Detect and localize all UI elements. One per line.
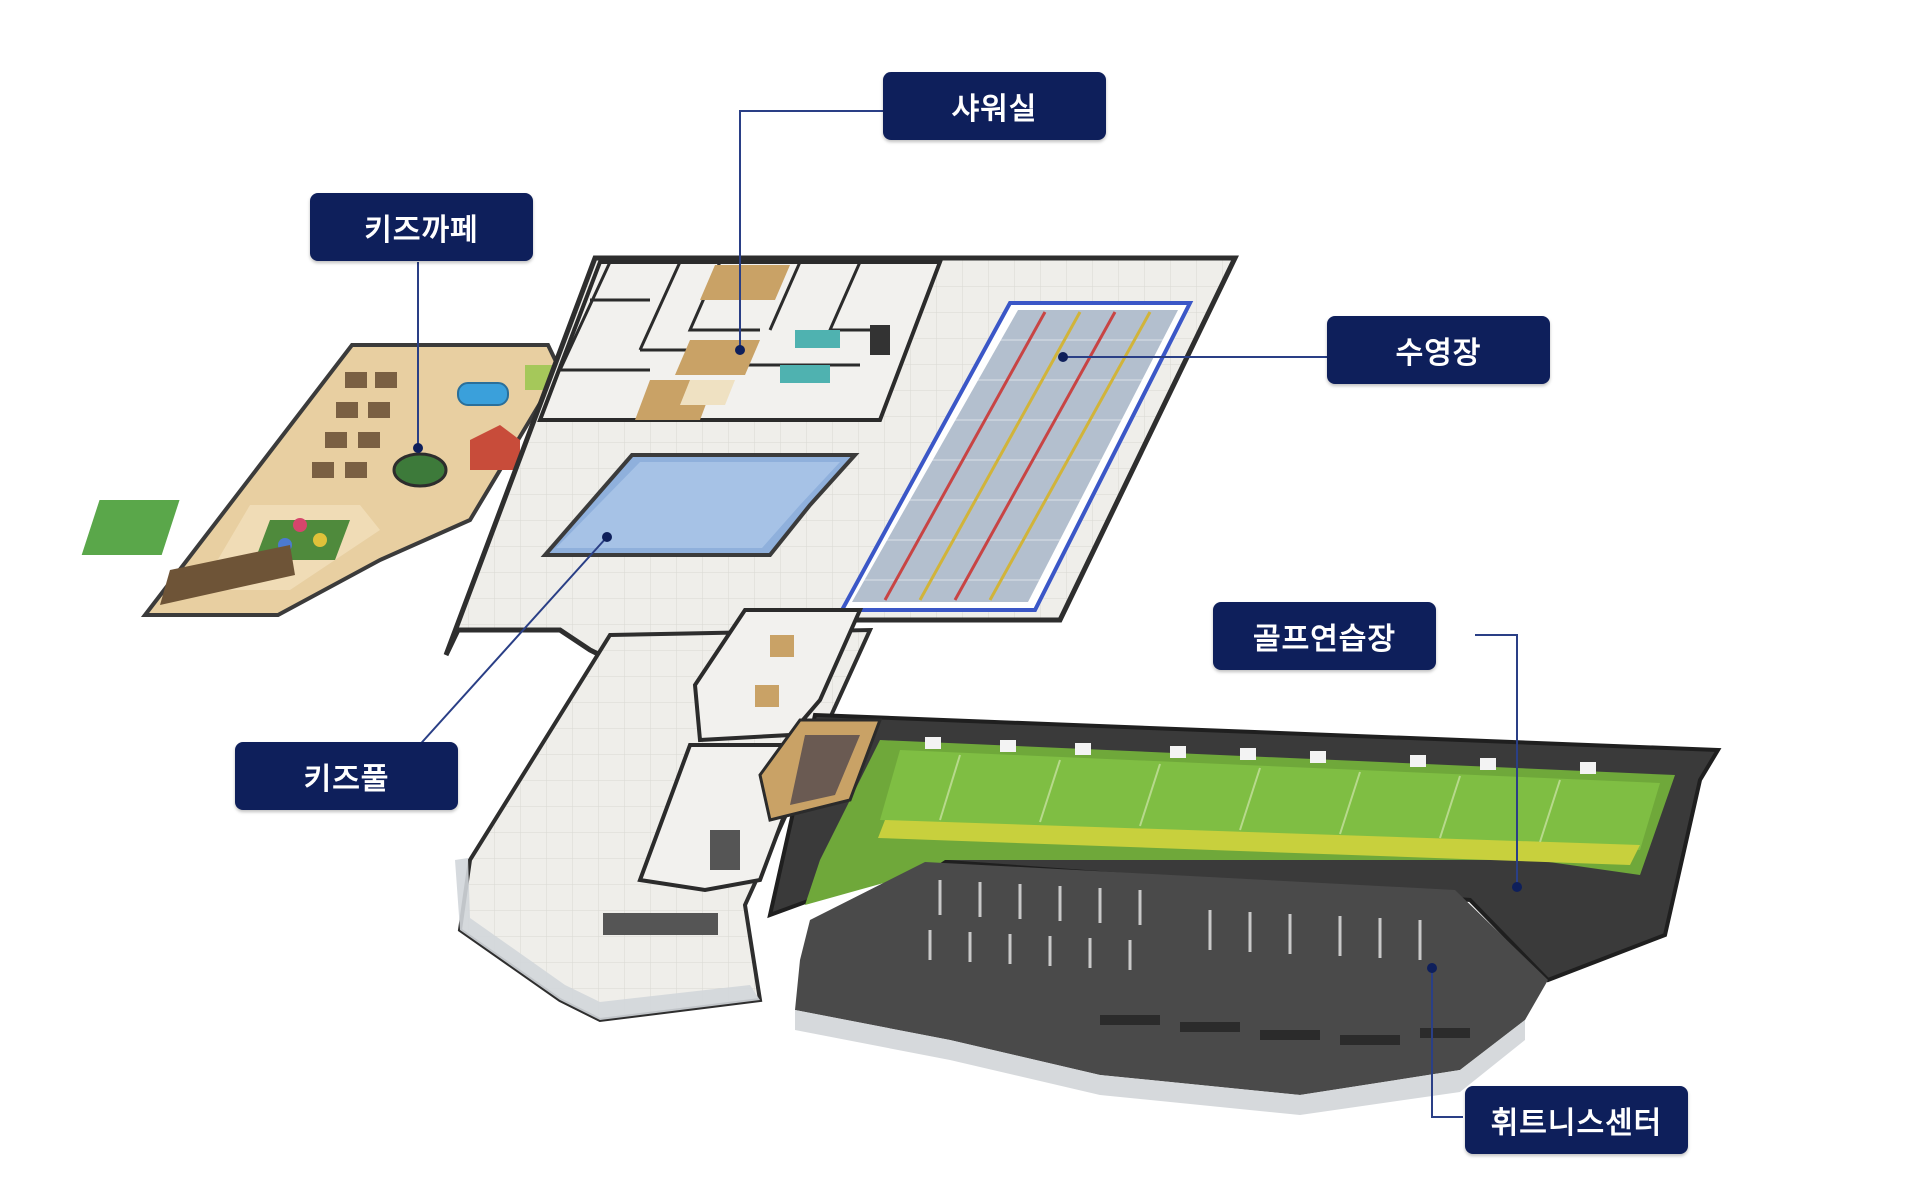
label-kids-pool: 키즈풀 xyxy=(235,742,458,810)
marker-dot-fitness xyxy=(1427,963,1437,973)
fitness-center-area xyxy=(795,862,1548,1115)
leader-line-golf xyxy=(1475,634,1518,887)
kids-cafe-area xyxy=(81,343,563,617)
leader-lines xyxy=(414,110,1518,1118)
label-golf-range: 골프연습장 xyxy=(1213,602,1436,670)
marker-dot-swimming-pool xyxy=(1058,352,1068,362)
label-shower-room: 샤워실 xyxy=(883,72,1106,140)
swimming-pool xyxy=(838,301,1194,612)
marker-dot-golf xyxy=(1512,882,1522,892)
golf-range-area xyxy=(758,712,1722,983)
leader-line-kids-pool xyxy=(414,536,608,751)
label-kids-cafe: 키즈까페 xyxy=(310,193,533,261)
marker-dot-kids-pool xyxy=(602,532,612,542)
kids-pool xyxy=(540,453,860,557)
marker-dot-shower xyxy=(735,345,745,355)
label-swimming-pool: 수영장 xyxy=(1327,316,1550,384)
leader-line-fitness xyxy=(1431,968,1463,1118)
leader-dots xyxy=(413,345,1522,973)
leader-line-shower xyxy=(739,110,883,350)
label-fitness-center: 휘트니스센터 xyxy=(1465,1086,1688,1154)
marker-dot-kids-cafe xyxy=(413,443,423,453)
